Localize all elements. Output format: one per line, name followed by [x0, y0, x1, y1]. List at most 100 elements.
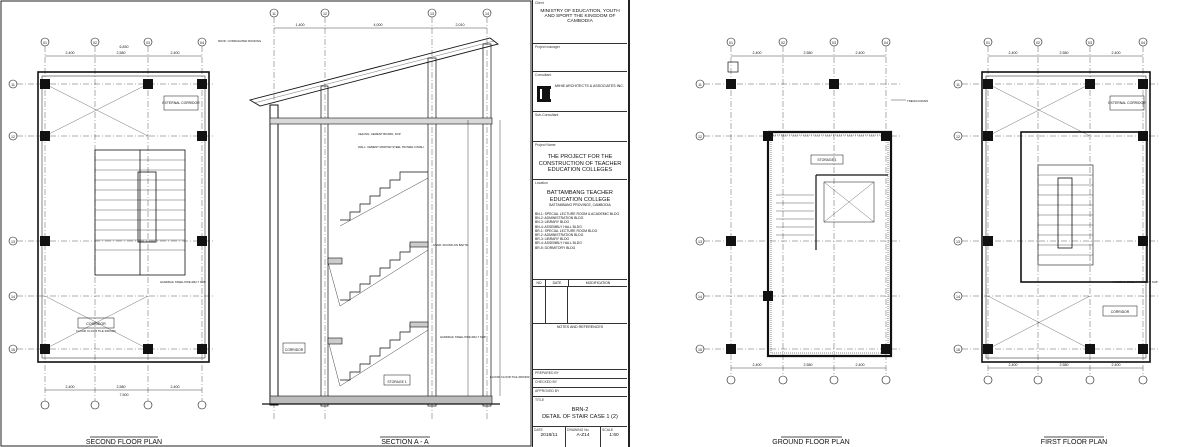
svg-text:01: 01	[729, 41, 733, 45]
svg-text:2,400: 2,400	[66, 385, 75, 389]
left-sheet-drawings: 01 02 03 04 11 12 13 14 15 2,400 2,580 2…	[0, 0, 532, 447]
checked-by-row: CHECKED BY	[533, 379, 627, 388]
svg-text:12: 12	[11, 135, 15, 139]
svg-text:13: 13	[11, 240, 15, 244]
svg-text:2,580: 2,580	[804, 363, 813, 367]
svg-text:4,000: 4,000	[374, 23, 383, 27]
svg-text:01: 01	[986, 41, 990, 45]
svg-text:14: 14	[698, 295, 702, 299]
svg-text:2,400: 2,400	[1112, 363, 1121, 367]
project-name-block: Project Name THE PROJECT FOR THE CONSTRU…	[533, 142, 627, 180]
sheet-separator	[628, 0, 668, 447]
svg-text:03: 03	[832, 41, 836, 45]
section-corridor-label: CORRIDOR	[285, 348, 304, 352]
svg-text:2,580: 2,580	[804, 51, 813, 55]
svg-text:2,400: 2,400	[1112, 51, 1121, 55]
subconsultant-block: Sub-Consultant	[533, 112, 627, 142]
svg-text:02: 02	[93, 41, 97, 45]
svg-text:2,400: 2,400	[1009, 51, 1018, 55]
svg-text:TRENCH DRAIN: TRENCH DRAIN	[907, 99, 928, 103]
section-grid-bubbles	[269, 8, 492, 18]
svg-text:2,400: 2,400	[856, 363, 865, 367]
svg-text:2,400: 2,400	[171, 385, 180, 389]
revision-table: NO DATE MODIFICATION	[533, 280, 627, 324]
section-a-a-title: SECTION A - A	[381, 439, 429, 446]
drawing-title-block: TITLE BRN-2 DETAIL OF STAIR CASE 1 (2)	[533, 397, 627, 427]
svg-text:2,580: 2,580	[117, 51, 126, 55]
ground-floor-plan	[695, 37, 906, 385]
svg-text:HANDRAIL STEEL PIPE Ø42.7 SOP: HANDRAIL STEEL PIPE Ø42.7 SOP	[440, 335, 486, 339]
consultant-logo	[537, 86, 552, 102]
consultant-block: Consultant MIHIE ARCHITECTS & ASSOCIATES…	[533, 72, 627, 112]
svg-text:12: 12	[956, 135, 960, 139]
svg-text:2,400: 2,400	[753, 51, 762, 55]
svg-text:12: 12	[323, 12, 327, 16]
ground-floor-text: 01 02 03 04 11 12 13 14 15 2,400 2,580 2…	[698, 41, 928, 446]
project-manager-block: Project manager	[533, 44, 627, 72]
section-a-a	[248, 8, 501, 420]
ff-external-corridor-label: EXTERNAL CORRIDOR	[1108, 101, 1146, 105]
svg-text:11: 11	[11, 83, 15, 87]
ff-grid-bubbles	[953, 37, 1148, 385]
svg-text:2,400: 2,400	[856, 51, 865, 55]
svg-text:04: 04	[1141, 41, 1145, 45]
storage-label: STORAGE 1	[817, 158, 836, 162]
svg-text:02: 02	[1036, 41, 1040, 45]
svg-text:ROOF: CORRUGATED ROOFING: ROOF: CORRUGATED ROOFING	[218, 39, 261, 43]
first-floor-text: 01 02 03 04 11 12 13 14 15 2,400 2,580 2…	[956, 41, 1158, 446]
left-drawing-sheet: 01 02 03 04 11 12 13 14 15 2,400 2,580 2…	[0, 0, 628, 447]
stair-flights	[327, 171, 429, 387]
svg-text:2,400: 2,400	[171, 51, 180, 55]
svg-text:7,500: 7,500	[120, 393, 129, 397]
svg-text:2,580: 2,580	[117, 385, 126, 389]
svg-text:2,400: 2,400	[66, 51, 75, 55]
svg-text:14: 14	[11, 295, 15, 299]
second-floor-text: 01 02 03 04 11 12 13 14 15 2,400 2,580 2…	[11, 41, 206, 446]
svg-text:6,830: 6,830	[120, 45, 129, 49]
svg-text:WALL: CEMENT MORTAR STEEL TROW: WALL: CEMENT MORTAR STEEL TROWEL FINISH	[358, 145, 424, 149]
svg-text:STAIR: ROUND-ON BAP 50: STAIR: ROUND-ON BAP 50	[433, 243, 469, 247]
svg-text:04: 04	[200, 41, 204, 45]
approved-by-row: APPROVED BY	[533, 388, 627, 397]
svg-text:02: 02	[781, 41, 785, 45]
first-floor-plan	[953, 37, 1158, 385]
svg-text:1,400: 1,400	[296, 23, 305, 27]
svg-text:13: 13	[430, 12, 434, 16]
svg-text:2,010: 2,010	[456, 23, 465, 27]
svg-text:12: 12	[698, 135, 702, 139]
section-text: 11 12 13 14 1,400 4,000 2,010 ROOF: CORR…	[218, 12, 530, 446]
first-floor-plan-title: FIRST FLOOR PLAN	[1041, 439, 1107, 446]
second-floor-plan	[8, 37, 215, 410]
right-drawing-sheet: 01 02 03 04 11 12 13 14 15 2,400 2,580 2…	[666, 0, 1200, 447]
svg-text:2,580: 2,580	[1060, 51, 1069, 55]
external-corridor-label: EXTERNAL CORRIDOR	[162, 101, 200, 105]
svg-text:13: 13	[698, 240, 702, 244]
svg-text:2,400: 2,400	[753, 363, 762, 367]
svg-text:14: 14	[485, 12, 489, 16]
grid-bubbles-top	[40, 37, 207, 410]
building-list: BN-1: SPECIAL LECTURE ROOM & ACADEMIC BL…	[535, 212, 620, 250]
corridor-label: CORRIDOR	[86, 322, 106, 326]
svg-text:CEILING: CEMENT BOARD, SOP: CEILING: CEMENT BOARD, SOP	[358, 132, 401, 136]
svg-text:11: 11	[698, 83, 702, 87]
section-storage-label: STORAGE 1	[387, 380, 406, 384]
svg-text:2,580: 2,580	[1060, 363, 1069, 367]
location-block: Location BATTAMBANG TEACHER EDUCATION CO…	[533, 180, 627, 280]
svg-text:04: 04	[884, 41, 888, 45]
svg-text:2,400: 2,400	[1009, 363, 1018, 367]
svg-text:13: 13	[956, 240, 960, 244]
svg-text:HANDRAIL STEEL PIPE Ø42.7 SOP: HANDRAIL STEEL PIPE Ø42.7 SOP	[1112, 280, 1158, 284]
svg-text:FLOOR: FLOOR TILE 300X300: FLOOR: FLOOR TILE 300X300	[76, 329, 116, 333]
notes-block: NOTES AND REFERENCES	[533, 324, 627, 370]
client-block: Client MINISTRY OF EDUCATION, YOUTH AND …	[533, 0, 627, 44]
svg-text:01: 01	[43, 41, 47, 45]
svg-text:14: 14	[956, 295, 960, 299]
svg-text:HANDRAIL STEEL PIPE Ø42.7 SOP: HANDRAIL STEEL PIPE Ø42.7 SOP	[160, 280, 206, 284]
ff-corridor-label: CORRIDOR	[1111, 310, 1130, 314]
title-block: Client MINISTRY OF EDUCATION, YOUTH AND …	[532, 0, 627, 447]
svg-text:11: 11	[956, 83, 960, 87]
svg-text:11: 11	[272, 12, 276, 16]
grid-bubbles-side	[8, 79, 18, 354]
gf-grid-bubbles	[695, 37, 891, 385]
right-sheet-drawings: 01 02 03 04 11 12 13 14 15 2,400 2,580 2…	[695, 37, 1158, 446]
